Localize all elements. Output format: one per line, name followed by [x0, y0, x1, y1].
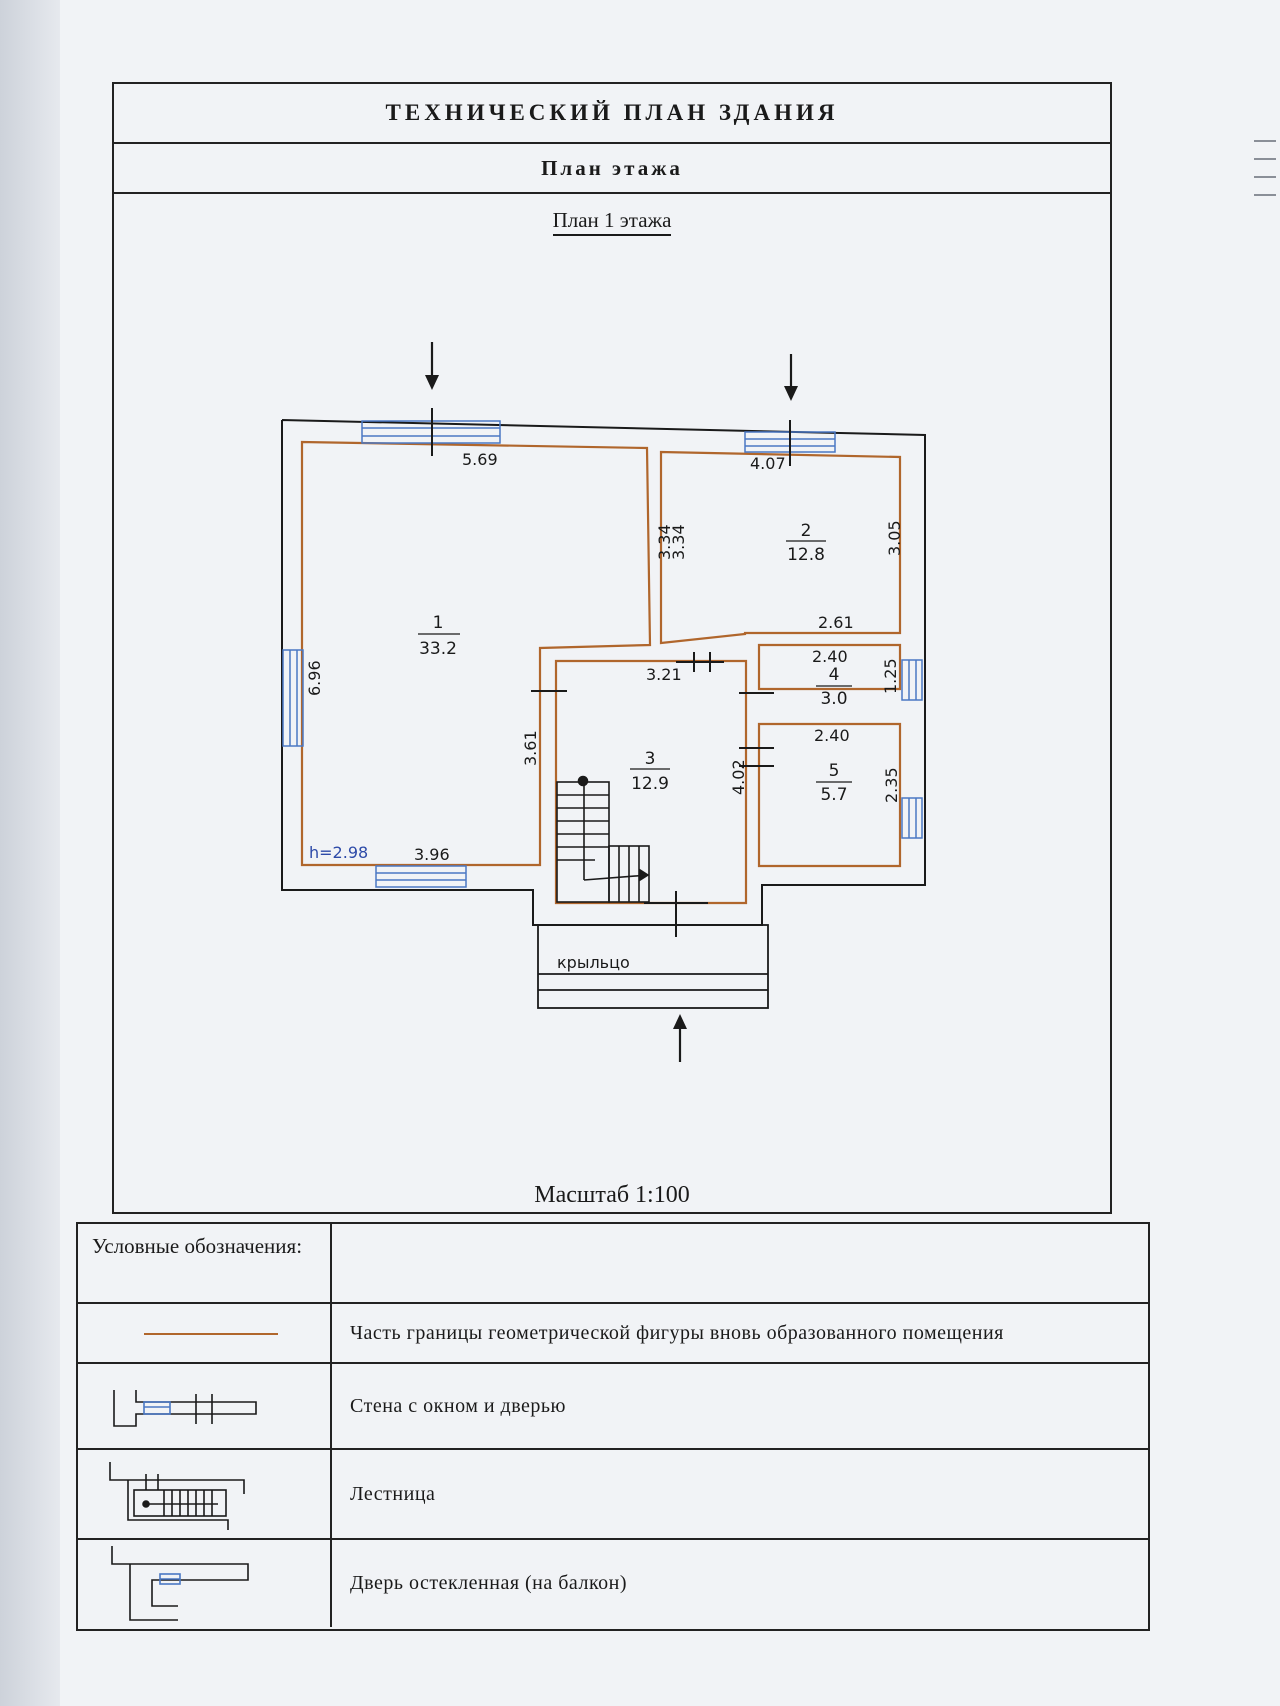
legend-item-1: Часть границы геометрической фигуры внов… [350, 1321, 1004, 1344]
document-title: ТЕХНИЧЕСКИЙ ПЛАН ЗДАНИЯ [114, 84, 1110, 144]
wall-window-door-icon [113, 1390, 257, 1427]
binding-edge [0, 0, 60, 1706]
legend-row-glass-door: Дверь остекленная (на балкон) [78, 1540, 1148, 1627]
porch-label: крыльцо [557, 953, 630, 972]
document-page [60, 0, 1280, 1706]
entry-arrows [425, 342, 798, 1062]
dim-room5-top: 2.40 [814, 726, 850, 745]
porch [537, 924, 769, 1009]
dim-room3-left: 3.61 [521, 730, 540, 766]
window-left [282, 649, 304, 747]
legend-row-boundary: Часть границы геометрической фигуры внов… [78, 1304, 1148, 1364]
legend-item-4: Дверь остекленная (на балкон) [350, 1572, 628, 1594]
room-4-boundary [757, 643, 902, 691]
room-1-area: 33.2 [419, 639, 457, 659]
dim-room1-right: 3.34 [655, 524, 674, 560]
legend-header-empty [332, 1224, 1148, 1302]
dim-room2-left: 3.34 [669, 524, 688, 560]
dim-room5-right: 2.35 [882, 767, 901, 803]
legend-table: Условные обозначения: Часть границы геом… [76, 1222, 1150, 1631]
legend-heading: Условные обозначения: [92, 1234, 303, 1258]
doors [431, 408, 791, 937]
staircase [556, 775, 650, 903]
dimension-labels: 5.69 3.34 3.34 4.07 3.05 6.96 2.61 2.40 … [305, 450, 904, 864]
dim-room1-left: 6.96 [305, 660, 324, 696]
dim-room4-right: 1.25 [881, 658, 900, 694]
dim-room3-top: 3.21 [646, 665, 682, 684]
dim-room1-top: 5.69 [462, 450, 498, 469]
floor-title-text: План 1 этажа [552, 208, 672, 236]
window-room-5 [901, 797, 923, 839]
legend-header-cell: Условные обозначения: [78, 1224, 332, 1302]
legend-header-row: Условные обозначения: [78, 1224, 1148, 1304]
legend-item-2: Стена с окном и дверью [350, 1394, 566, 1417]
room-2-boundary [659, 450, 902, 645]
dim-room3-right: 4.02 [729, 759, 748, 795]
ceiling-height: h=2.98 [309, 843, 368, 862]
room-5-area: 5.7 [820, 785, 847, 805]
glazed-door-icon [111, 1546, 249, 1621]
staircase-icon [109, 1462, 245, 1530]
scale-label: Масштаб 1:100 [534, 1182, 690, 1208]
legend-row-stairs: Лестница [78, 1450, 1148, 1540]
room-1-number: 1 [433, 613, 444, 633]
room-4-number: 4 [829, 665, 840, 685]
dim-room1-bottom: 3.96 [414, 845, 450, 864]
document-subtitle: План этажа [114, 144, 1110, 194]
legend-row-wall: Стена с окном и дверью [78, 1364, 1148, 1450]
dim-room4-top: 2.40 [812, 647, 848, 666]
room-5-number: 5 [829, 761, 840, 781]
room-1-boundary [300, 440, 652, 867]
room-2-area: 12.8 [787, 545, 825, 565]
floor-title: План 1 этажа [114, 208, 1110, 236]
plan-frame: ТЕХНИЧЕСКИЙ ПЛАН ЗДАНИЯ План этажа План … [112, 82, 1112, 1214]
dim-room2-right: 3.05 [885, 520, 904, 556]
window-room-4 [901, 659, 923, 701]
room-4-area: 3.0 [820, 689, 847, 709]
dim-room2-top: 4.07 [750, 454, 786, 473]
boundary-line-icon [144, 1333, 278, 1335]
room-3-number: 3 [645, 749, 656, 769]
room-5-boundary [757, 722, 902, 868]
dim-room2-bottom: 2.61 [818, 613, 854, 632]
margin-marks [1254, 140, 1280, 212]
legend-item-3: Лестница [350, 1482, 436, 1505]
window-bottom [375, 865, 467, 888]
room-3-area: 12.9 [631, 774, 669, 794]
room-2-number: 2 [801, 521, 812, 541]
